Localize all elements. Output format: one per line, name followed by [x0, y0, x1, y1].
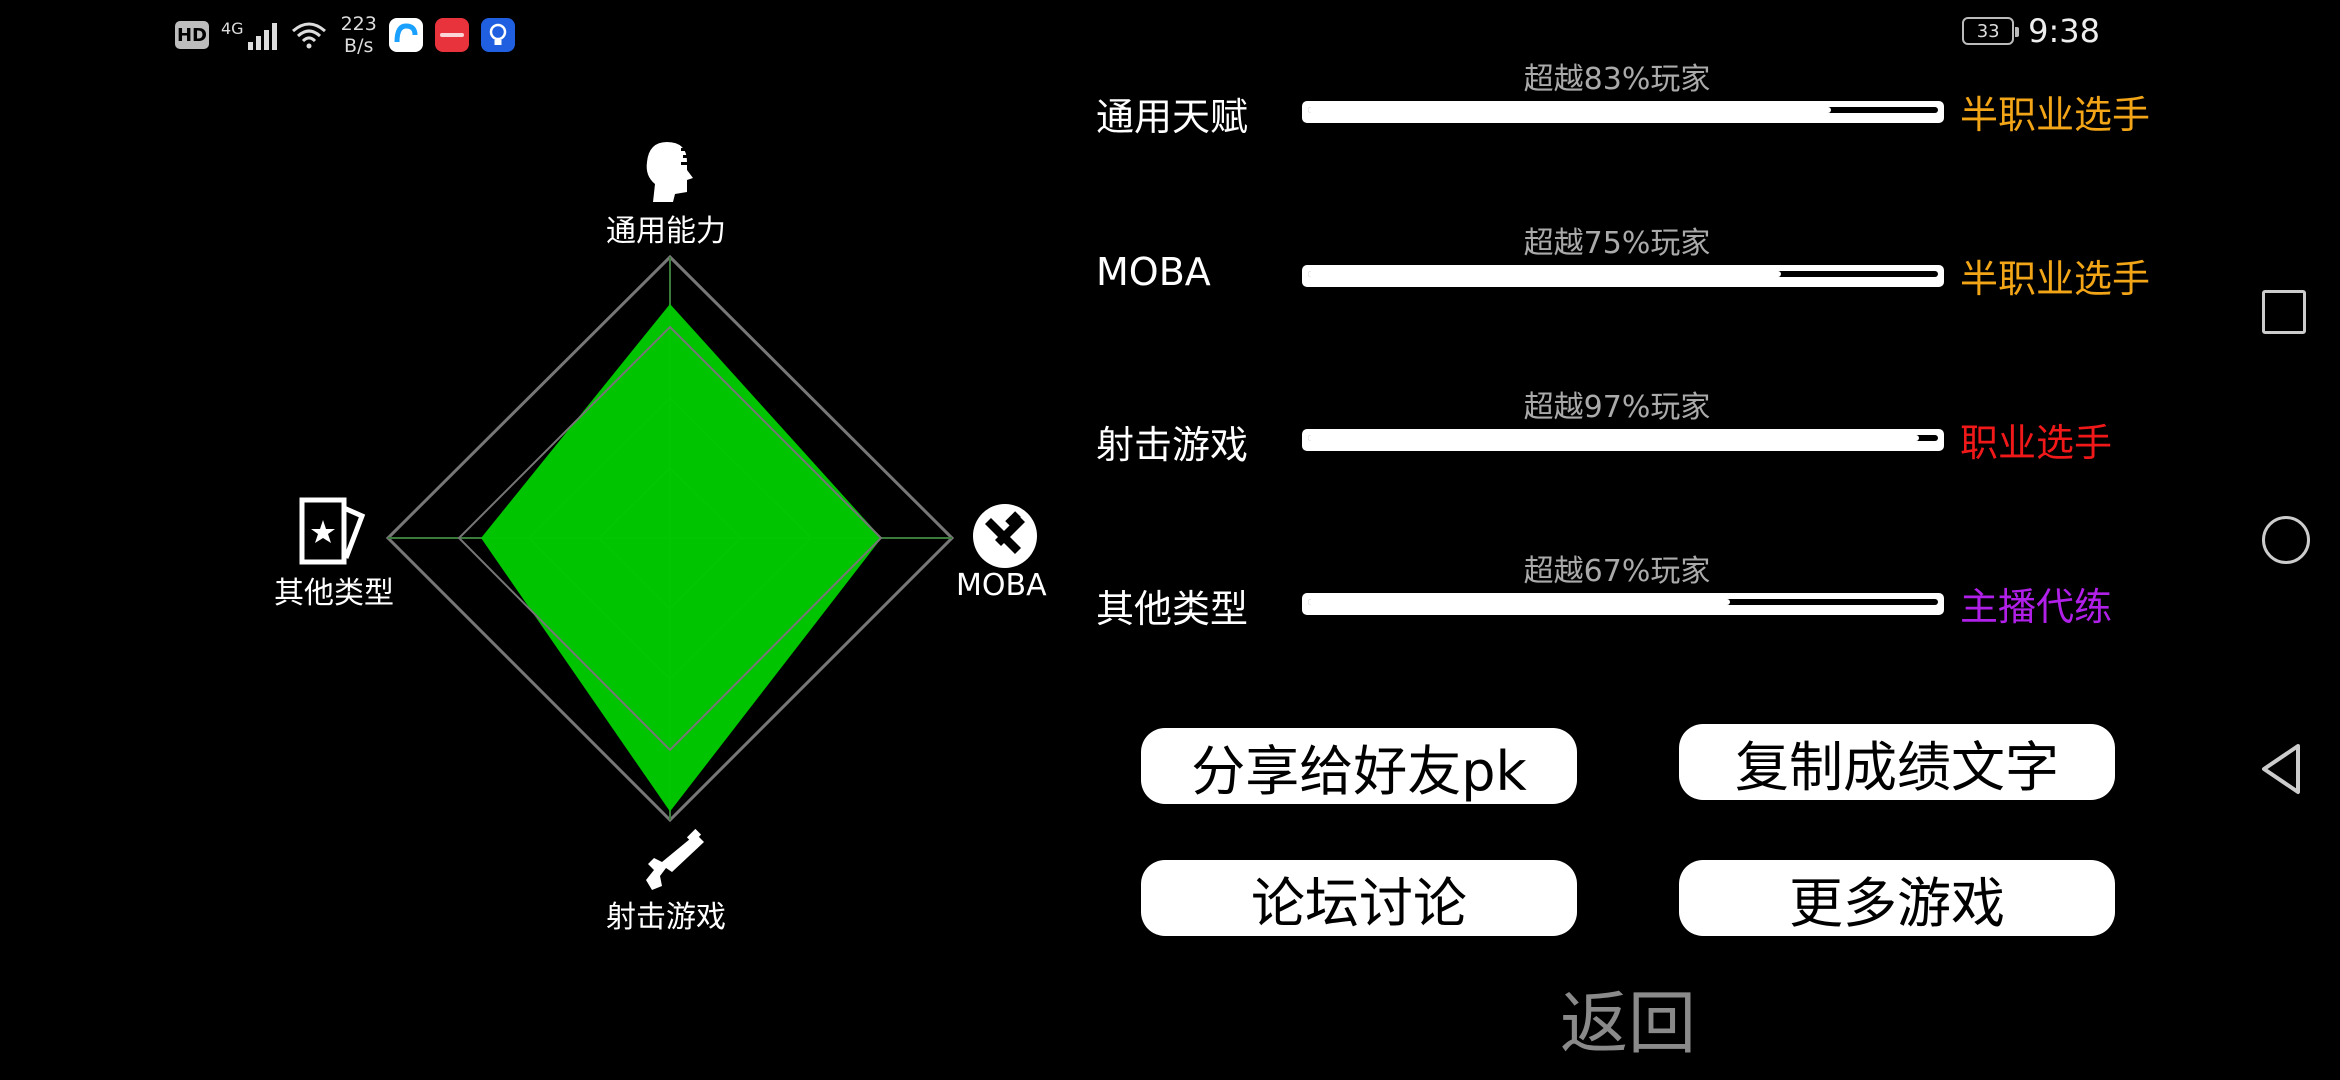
recent-apps-icon[interactable] — [2262, 290, 2306, 334]
row-percent: 超越67%玩家 — [1523, 554, 1711, 589]
home-icon[interactable] — [2262, 516, 2310, 564]
row-label: 通用天赋 — [1096, 95, 1249, 139]
forum-button[interactable]: 论坛讨论 — [1141, 860, 1577, 936]
radar-label-left: 其他类型 — [274, 576, 394, 611]
share-pk-button[interactable]: 分享给好友pk — [1141, 728, 1577, 804]
head-icon — [646, 142, 697, 202]
row-label: 射击游戏 — [1096, 423, 1249, 467]
row-progress-bar — [1302, 429, 1944, 451]
hd-badge-icon: HD — [175, 21, 209, 49]
radar-label-bottom: 射击游戏 — [606, 900, 726, 935]
moba-icon — [973, 504, 1037, 568]
row-label: 其他类型 — [1096, 587, 1249, 631]
wifi-icon — [291, 22, 326, 49]
row-rank: 半职业选手 — [1960, 257, 2151, 301]
radar-label-right: MOBA — [956, 568, 1047, 603]
radar-value-polygon — [481, 303, 882, 812]
network-type: 4G — [221, 18, 244, 38]
more-games-button[interactable]: 更多游戏 — [1679, 860, 2115, 936]
battery-icon: 33 — [1962, 17, 2020, 45]
row-label: MOBA — [1096, 250, 1211, 294]
row-rank: 半职业选手 — [1960, 93, 2151, 137]
speed-value: 223 — [340, 13, 377, 35]
row-percent: 超越97%玩家 — [1523, 390, 1711, 425]
clock: 9:38 — [2028, 12, 2100, 50]
copy-result-button[interactable]: 复制成绩文字 — [1679, 724, 2115, 800]
card-star-icon — [299, 497, 366, 565]
radar-chart — [299, 142, 1037, 890]
signal-icon — [247, 20, 277, 50]
huawei-icon — [434, 18, 469, 52]
radar-mid-grid — [457, 325, 883, 752]
status-bar-right: 33 9:38 — [1962, 12, 2100, 50]
bulb-icon — [480, 18, 515, 52]
gun-icon — [646, 828, 704, 890]
radar-label-top: 通用能力 — [606, 214, 726, 249]
row-rank: 职业选手 — [1960, 421, 2113, 465]
row-progress-bar — [1302, 593, 1944, 615]
row-rank: 主播代练 — [1960, 585, 2113, 629]
speed-unit: B/s — [344, 35, 374, 57]
app-blue-icon — [388, 18, 423, 52]
row-percent: 超越83%玩家 — [1523, 62, 1711, 97]
back-icon[interactable] — [2258, 742, 2304, 796]
row-progress-bar — [1302, 265, 1944, 287]
status-bar-left: HD 4G 223 B/s — [175, 10, 515, 60]
row-progress-bar — [1302, 101, 1944, 123]
network-speed: 223 B/s — [341, 13, 377, 57]
row-percent: 超越75%玩家 — [1523, 226, 1711, 261]
back-text-button[interactable]: 返回 — [1560, 985, 1697, 1064]
